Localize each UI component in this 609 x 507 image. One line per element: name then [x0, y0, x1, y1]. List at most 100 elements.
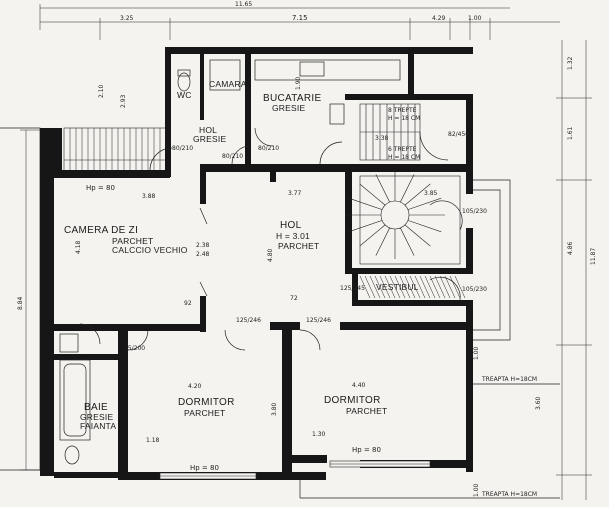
- door-hol-small: [149, 147, 173, 171]
- left-dimension-line: 8.84: [17, 129, 40, 471]
- terrace-outline: [0, 127, 167, 471]
- drawing-line: [404, 275, 416, 299]
- drawing-line: [399, 275, 411, 299]
- vestibul-hatch: [359, 275, 466, 299]
- label-camara: CAMARA: [209, 79, 247, 89]
- drawing-line: [409, 275, 421, 299]
- drawing-line: [374, 275, 386, 299]
- dim-right-5: 1.00: [473, 346, 480, 360]
- drawing-line: [404, 224, 431, 247]
- label-camera-de-zi-floor2: CALCCIO VECHIO: [112, 245, 188, 255]
- label-camera-h: 4.18: [75, 240, 82, 254]
- label-dormitor-1: DORMITOR: [178, 397, 235, 408]
- top-dimension-lines: 11.65 3.25 7.15 4.29 1.00: [39, 1, 560, 40]
- kitchen-counter: [254, 59, 401, 81]
- drawing-line: [384, 275, 396, 299]
- entry-ramp: [299, 179, 560, 499]
- bottom-windows: [159, 460, 431, 480]
- label-stair-6-trepte: 6 TREPTE: [388, 146, 417, 153]
- drawing-line: [359, 224, 386, 247]
- door-label-5: 125/246: [236, 317, 261, 324]
- room-labels: CAMERA DE ZI PARCHET CALCCIO VECHIO 2.38…: [64, 76, 537, 498]
- drawing-line: [444, 275, 456, 299]
- label-hol-main: HOL: [280, 220, 302, 231]
- label-hol-height: H = 3.01: [276, 231, 310, 241]
- label-dormitor-1-size: 4.20: [188, 383, 202, 390]
- dim-top-3: 4.29: [432, 15, 446, 22]
- door-label-4: 80/210: [258, 145, 279, 152]
- dim-top-4: 1.00: [468, 15, 482, 22]
- door-label-3: 80/210: [222, 153, 243, 160]
- drawing-line: [375, 227, 390, 256]
- right-dimension-lines: 1.32 1.61 4.86 11.87 3.60 1.00 1.00: [473, 40, 597, 500]
- label-camera-de-zi: CAMERA DE ZI: [64, 225, 138, 236]
- label-hol-small: HOL: [199, 125, 217, 135]
- misc-dim-293: 2.93: [120, 94, 127, 108]
- label-baie-floor2: FAIANTA: [80, 421, 116, 431]
- drawing-line: [449, 275, 461, 299]
- bath-toilet: [64, 445, 80, 465]
- drawing-line: [414, 275, 426, 299]
- label-wc: WC: [177, 90, 192, 100]
- drawing-line: [394, 275, 406, 299]
- drawing-line: [348, 220, 383, 233]
- label-dormitor-1-hp: Hp = 80: [190, 464, 219, 472]
- dim-top-1: 3.25: [120, 15, 134, 22]
- dim-right-2: 1.61: [567, 126, 574, 140]
- label-vestibul: VESTIBUL: [376, 282, 419, 292]
- dim-right-3: 4.86: [567, 241, 574, 255]
- misc-dim-130: 1.30: [312, 431, 326, 438]
- drawing-line: [389, 275, 401, 299]
- wc-toilet: [177, 72, 191, 92]
- bath-tub: [59, 359, 91, 441]
- drawing-line: [407, 197, 442, 210]
- label-stair-a: 3.85: [424, 190, 438, 197]
- kitchen-fridge: [329, 103, 345, 125]
- door-label-1: 105/230: [462, 208, 487, 215]
- label-dormitor-2: DORMITOR: [324, 395, 381, 406]
- doors: [79, 127, 463, 351]
- label-camera-de-zi-floor1: PARCHET: [112, 236, 153, 246]
- drawing-line: [359, 183, 386, 206]
- label-dormitor-1-window: 1.18: [146, 437, 160, 444]
- fixtures: [59, 59, 401, 465]
- dim-right-total: 11.87: [590, 248, 597, 265]
- label-dormitor-2-size: 4.40: [352, 382, 366, 389]
- drawing-line: [404, 183, 431, 206]
- drawing-line: [400, 227, 415, 256]
- dim-right-6: 1.00: [473, 483, 480, 497]
- label-hol-size: 3.77: [288, 190, 302, 197]
- label-camera-size: 3.88: [142, 193, 156, 200]
- drawing-line: [419, 275, 431, 299]
- door-label-6: 125/246: [306, 317, 331, 324]
- drawing-line: [424, 275, 436, 299]
- dim-right-1: 1.32: [567, 56, 574, 70]
- door-label-10: 75/200: [124, 345, 145, 352]
- drawing-line: [364, 275, 376, 299]
- drawing-line: [369, 275, 381, 299]
- label-baie-floor1: GRESIE: [80, 412, 113, 422]
- label-dormitor-1-h: 3.80: [271, 402, 278, 416]
- drawing-line: [400, 174, 415, 203]
- label-hol-floor: PARCHET: [278, 241, 319, 251]
- door-label-2: 80/210: [172, 145, 193, 152]
- dim-top-total: 11.65: [235, 1, 252, 8]
- label-hol-depth: 4.80: [267, 248, 274, 262]
- drawing-line: [379, 275, 391, 299]
- drawing-line: [375, 174, 390, 203]
- door-label-8: 82/450: [448, 131, 469, 138]
- porch-grid-lines: [69, 128, 161, 174]
- drawing-line: [407, 220, 442, 233]
- misc-dim-92: 92: [184, 300, 192, 307]
- walls: [40, 47, 473, 480]
- label-dormitor-2-hp: Hp = 80: [352, 446, 381, 454]
- dim-top-2: 7.15: [292, 14, 308, 22]
- drawing-line: [348, 197, 383, 210]
- label-treapta-1: TREAPTA H=18CM: [481, 376, 537, 383]
- label-living-hp: Hp = 80: [86, 184, 115, 192]
- label-stair-b: 3.38: [375, 135, 389, 142]
- label-bucatarie-floor: GRESIE: [272, 103, 305, 113]
- misc-dim-190: 1.90: [295, 76, 302, 90]
- door-label-9: 125/245: [340, 285, 365, 292]
